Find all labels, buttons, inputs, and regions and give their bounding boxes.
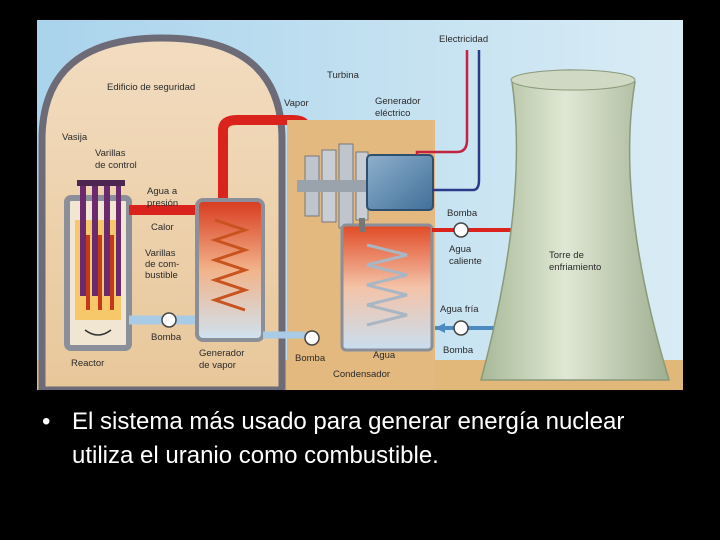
label-varillas-comb-2: de com- bbox=[145, 259, 179, 270]
condenser-coil bbox=[366, 243, 408, 327]
label-varillas-comb-1: Varillas bbox=[145, 248, 176, 259]
label-agua-presion-2: presión bbox=[147, 198, 178, 209]
label-generador-vapor-1: Generador bbox=[199, 348, 244, 359]
label-agua-caliente-2: caliente bbox=[449, 256, 482, 267]
label-torre-1: Torre de bbox=[549, 250, 584, 261]
nuclear-plant-diagram: Electricidad Turbina Edificio de segurid… bbox=[37, 20, 683, 390]
steam-generator bbox=[195, 198, 265, 342]
label-torre-2: enfriamiento bbox=[549, 262, 601, 273]
label-edificio: Edificio de seguridad bbox=[107, 82, 195, 93]
turbine bbox=[297, 143, 377, 229]
label-generador-electrico-2: eléctrico bbox=[375, 108, 410, 119]
condenser bbox=[340, 223, 434, 352]
fuel-rods bbox=[86, 235, 114, 310]
bullet-point: • bbox=[42, 408, 51, 435]
label-condensador: Condensador bbox=[333, 369, 390, 380]
electricity-line-red bbox=[415, 50, 469, 155]
label-reactor: Reactor bbox=[71, 358, 104, 369]
label-generador-vapor-2: de vapor bbox=[199, 360, 236, 371]
label-generador-electrico-1: Generador bbox=[375, 96, 420, 107]
label-calor: Calor bbox=[151, 222, 174, 233]
slide-caption: • El sistema más usado para generar ener… bbox=[42, 405, 682, 473]
label-bomba-reactor: Bomba bbox=[151, 332, 182, 343]
steam-generator-coil bbox=[210, 218, 250, 312]
cooling-tower-top bbox=[510, 69, 636, 91]
label-varillas-comb-3: bustible bbox=[145, 270, 178, 281]
label-agua: Agua bbox=[373, 350, 396, 361]
electric-generator bbox=[366, 154, 434, 211]
label-bomba-top: Bomba bbox=[447, 208, 478, 219]
reactor-flow-arrow bbox=[84, 329, 112, 336]
label-electricidad: Electricidad bbox=[439, 34, 488, 45]
label-varillas-control-2: de control bbox=[95, 160, 137, 171]
label-turbina: Turbina bbox=[327, 70, 360, 81]
control-rods bbox=[77, 180, 125, 296]
label-agua-presion-1: Agua a bbox=[147, 186, 178, 197]
label-vapor: Vapor bbox=[284, 98, 309, 109]
label-bomba-condensador: Bomba bbox=[295, 353, 326, 364]
label-agua-caliente-1: Agua bbox=[449, 244, 472, 255]
label-vasija: Vasija bbox=[62, 132, 88, 143]
cold-water-arrow bbox=[435, 323, 445, 333]
label-bomba-bottom: Bomba bbox=[443, 345, 474, 356]
electricity-line-blue bbox=[432, 50, 481, 192]
label-agua-fria: Agua fría bbox=[440, 304, 479, 315]
pump-icon bbox=[161, 222, 469, 346]
caption-text: El sistema más usado para generar energí… bbox=[72, 408, 625, 469]
label-varillas-control-1: Varillas bbox=[95, 148, 126, 159]
